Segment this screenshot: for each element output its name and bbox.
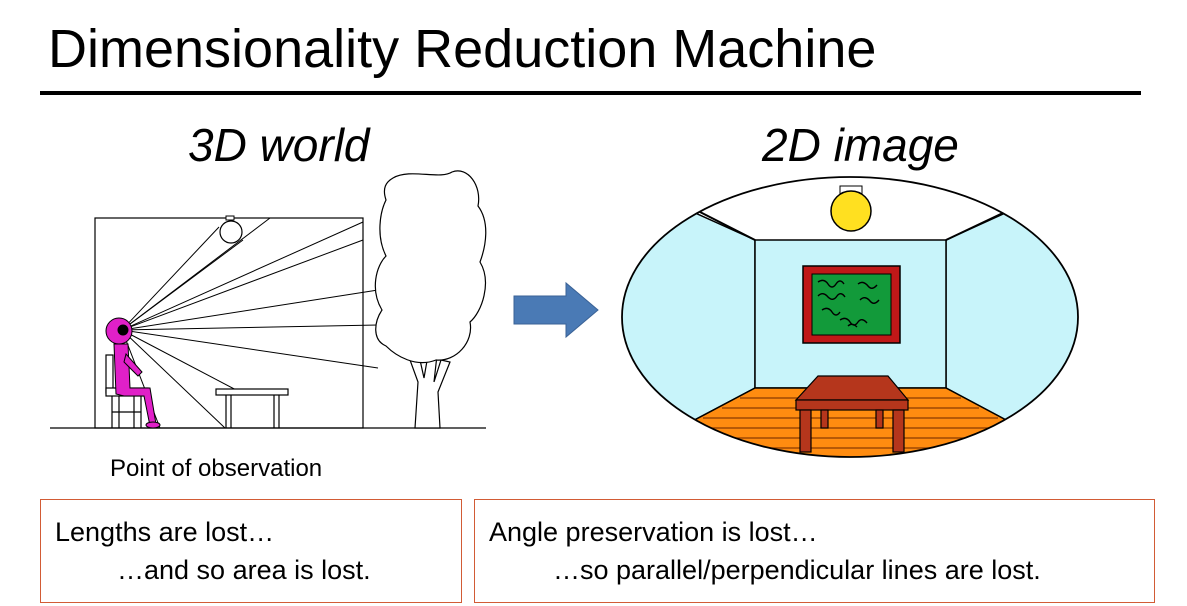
note-line-2: …so parallel/perpendicular lines are los… [553, 555, 1041, 586]
note-box-angles: Angle preservation is lost… …so parallel… [474, 499, 1155, 603]
ceiling-lamp-icon [219, 215, 243, 244]
title-underline [40, 91, 1141, 95]
sight-rays [121, 217, 379, 429]
note-box-lengths: Lengths are lost… …and so area is lost. [40, 499, 462, 603]
heading-2d-image: 2D image [762, 119, 959, 171]
observer-figure-icon [105, 317, 161, 429]
painting-icon [802, 265, 901, 344]
note-line-1: Angle preservation is lost… [489, 517, 818, 547]
note-line-1: Lengths are lost… [55, 517, 275, 547]
image-oval [621, 176, 1079, 458]
lamp-icon [830, 185, 872, 232]
observation-caption: Point of observation [110, 455, 323, 482]
tree-icon [374, 170, 487, 429]
table-icon [794, 375, 910, 453]
heading-3d-world: 3D world [188, 119, 370, 171]
arrow-right-icon [513, 281, 599, 339]
slide-title: Dimensionality Reduction Machine [48, 19, 877, 79]
room-table-icon [215, 388, 289, 428]
note-line-2: …and so area is lost. [117, 555, 371, 586]
